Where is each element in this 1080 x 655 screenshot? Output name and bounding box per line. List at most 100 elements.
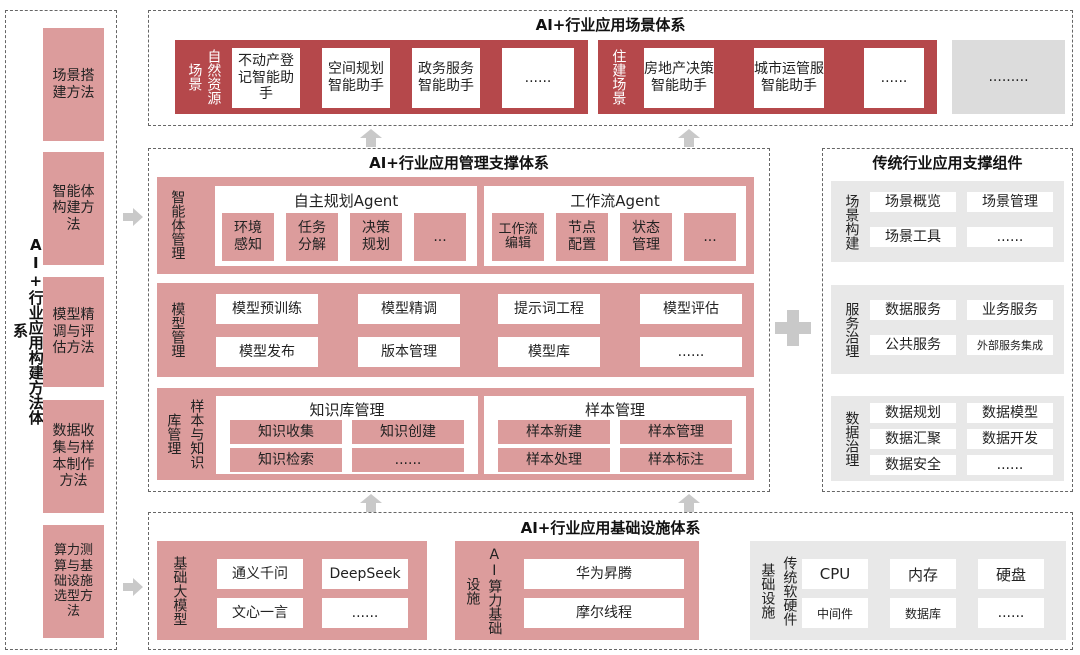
knowledge-item: ...... — [352, 448, 464, 472]
agent-item: 决策规划 — [350, 213, 402, 261]
arrow-up-icon — [359, 128, 383, 148]
scene-group-housing-label: 住建场景 — [610, 49, 627, 105]
model-item: 模型评估 — [640, 294, 742, 324]
agent-mgmt-label: 智能体管理 — [169, 190, 186, 260]
agent-item: 节点配置 — [556, 213, 608, 261]
scene-item: 空间规划智能助手 — [322, 48, 390, 108]
infra-big-model-label: 基础大模型 — [171, 555, 188, 626]
left-method-panel — [5, 10, 117, 650]
infra-trad-label-2: 基础设施 — [759, 562, 776, 619]
model-item: 模型预训练 — [216, 294, 318, 324]
trad-group-service — [831, 285, 1064, 374]
method-item-scene: 场景搭建方法 — [43, 28, 104, 141]
kb-mgmt-label-2: 样本与知识 — [188, 399, 205, 469]
trad-item: 数据安全 — [870, 455, 956, 475]
big-model-item: 文心一言 — [217, 598, 303, 628]
arrow-right-icon — [121, 577, 145, 597]
infra-compute-label-2: 设施 — [464, 576, 481, 605]
plus-icon — [773, 308, 813, 348]
kb-mgmt-label-1: 库管理 — [165, 413, 182, 455]
trad-group-data-label: 数据治理 — [843, 410, 860, 467]
trad-group-scene-label: 场景构建 — [843, 193, 860, 250]
trad-item: 业务服务 — [967, 300, 1053, 320]
scene-item: 房地产决策智能助手 — [644, 48, 714, 108]
hw-item: ...... — [978, 598, 1044, 628]
agent-item: 工作流编辑 — [492, 213, 544, 261]
hw-item: 中间件 — [802, 598, 868, 628]
model-mgmt-label: 模型管理 — [169, 302, 186, 358]
big-model-item: ...... — [322, 598, 408, 628]
scene-left-label: 场景 — [186, 63, 203, 91]
arrow-right-icon — [121, 207, 145, 227]
trad-item: 数据开发 — [967, 429, 1053, 449]
scene-item: 不动产登记智能助手 — [232, 48, 300, 108]
sample-title: 样本管理 — [584, 400, 645, 419]
trad-item: 数据服务 — [870, 300, 956, 320]
agent-item: ... — [414, 213, 466, 261]
trad-item: ...... — [967, 227, 1053, 247]
auto-agent-title: 自主规划Agent — [293, 191, 399, 210]
trad-item: 场景管理 — [967, 192, 1053, 212]
knowledge-item: 知识收集 — [230, 420, 342, 444]
agent-item: 状态管理 — [620, 213, 672, 261]
compute-item: 华为昇腾 — [524, 559, 684, 589]
trad-item: 场景概览 — [870, 192, 956, 212]
model-item: 模型库 — [498, 337, 600, 367]
sample-item: 样本管理 — [620, 420, 732, 444]
scene-system-title: AI+行业应用场景体系 — [535, 15, 686, 34]
trad-item: 数据汇聚 — [870, 429, 956, 449]
knowledge-item: 知识创建 — [352, 420, 464, 444]
trad-item: ...... — [967, 455, 1053, 475]
method-item-compute: 算力测算与基础设施选型方法 — [43, 525, 104, 638]
scene-extra-box: ......... — [952, 40, 1065, 114]
knowledge-item: 知识检索 — [230, 448, 342, 472]
scene-item: 城市运管服智能助手 — [754, 48, 824, 108]
trad-item: 公共服务 — [870, 335, 956, 355]
scene-system-panel — [148, 10, 1073, 126]
model-item: 模型精调 — [358, 294, 460, 324]
hw-item: CPU — [802, 559, 868, 589]
model-item: 提示词工程 — [498, 294, 600, 324]
trad-item: 外部服务集成 — [967, 335, 1053, 355]
method-item-model: 模型精调与评估方法 — [43, 277, 104, 387]
hw-item: 硬盘 — [978, 559, 1044, 589]
method-item-data: 数据收集与样本制作方法 — [43, 400, 104, 513]
agent-item: 任务分解 — [286, 213, 338, 261]
workflow-agent-title: 工作流Agent — [570, 191, 660, 210]
agent-item: ... — [684, 213, 736, 261]
model-item: 模型发布 — [216, 337, 318, 367]
sample-item: 样本标注 — [620, 448, 732, 472]
compute-item: 摩尔线程 — [524, 598, 684, 628]
scene-item: 政务服务智能助手 — [412, 48, 480, 108]
mgmt-system-panel — [148, 148, 770, 492]
trad-group-service-label: 服务治理 — [843, 301, 860, 358]
trad-system-panel — [822, 148, 1073, 492]
trad-item: 数据规划 — [870, 403, 956, 423]
big-model-item: 通义千问 — [217, 559, 303, 589]
arrow-up-icon — [359, 493, 383, 513]
infra-system-panel — [148, 512, 1073, 650]
arrow-up-icon — [677, 493, 701, 513]
infra-system-title: AI+行业应用基础设施体系 — [520, 518, 701, 537]
hw-item: 数据库 — [890, 598, 956, 628]
arrow-up-icon — [677, 128, 701, 148]
left-method-title: AI+行业应用构建方法体系 — [11, 235, 45, 425]
method-item-agent: 智能体构建方法 — [43, 152, 104, 265]
model-item: 版本管理 — [358, 337, 460, 367]
hw-item: 内存 — [890, 559, 956, 589]
trad-system-title: 传统行业应用支撑组件 — [872, 153, 1023, 172]
scene-item: ...... — [502, 48, 574, 108]
model-item: ...... — [640, 337, 742, 367]
trad-item: 数据模型 — [967, 403, 1053, 423]
infra-trad-label-1: 传统软硬件 — [781, 555, 798, 626]
scene-group-natural-label: 自然资源 — [205, 49, 222, 105]
knowledge-title: 知识库管理 — [309, 400, 385, 419]
infra-compute-label-1: AI算力基础 — [486, 546, 503, 635]
big-model-item: DeepSeek — [322, 559, 408, 589]
trad-item: 场景工具 — [870, 227, 956, 247]
scene-item: ...... — [864, 48, 924, 108]
mgmt-system-title: AI+行业应用管理支撑体系 — [369, 153, 549, 172]
sample-item: 样本新建 — [498, 420, 610, 444]
agent-item: 环境感知 — [222, 213, 274, 261]
sample-item: 样本处理 — [498, 448, 610, 472]
